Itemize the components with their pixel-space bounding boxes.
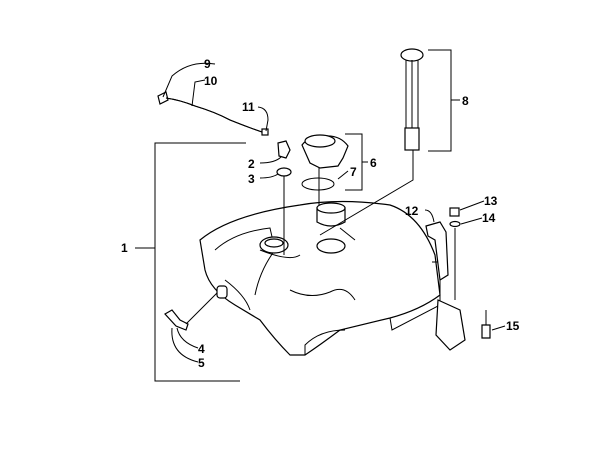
callout-4: 4 [198,342,205,356]
callout-6: 6 [370,156,377,170]
callout-3: 3 [248,172,255,186]
fuel-cap [301,134,349,205]
callout-11: 11 [242,100,255,114]
fuel-sender [319,48,424,236]
callout-7: 7 [350,165,357,179]
leader-lines [135,49,506,382]
callout-12: 12 [405,204,419,218]
vent-hose [157,91,292,255]
callout-13: 13 [484,194,498,208]
callout-9: 9 [204,57,211,71]
callout-5: 5 [198,356,205,370]
callout-8: 8 [462,94,469,108]
callout-2: 2 [248,157,255,171]
callout-14: 14 [482,211,496,225]
mounting-bracket [425,207,491,351]
fuel-tank [199,200,441,356]
callout-15: 15 [506,319,520,333]
drain-valve [164,292,218,331]
callout-10: 10 [204,74,218,88]
callout-1: 1 [121,241,128,255]
